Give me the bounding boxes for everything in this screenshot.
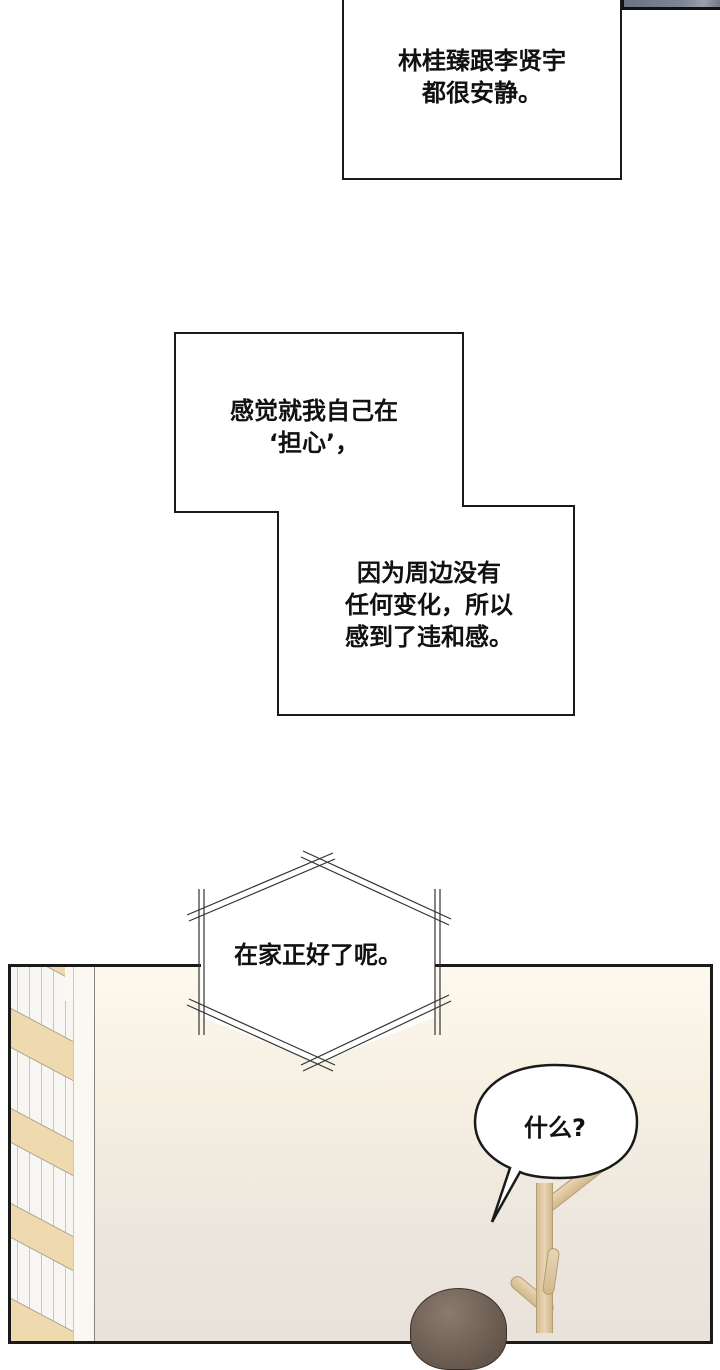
- stepped-box-outline: [174, 332, 575, 716]
- window-frame-pillar: [73, 967, 95, 1341]
- caption-line: 任何变化，所以: [345, 591, 513, 619]
- speech-bubble: 什么?: [470, 1060, 650, 1230]
- speech-bubble-text: 什么?: [524, 1114, 586, 1142]
- previous-panel-edge: [621, 0, 720, 10]
- hexagon-caption-text: 在家正好了呢。: [234, 941, 402, 969]
- caption-line: 林桂臻跟李贤宇: [398, 47, 566, 75]
- caption-line: 都很安静。: [422, 79, 542, 107]
- caption-line: 因为周边没有: [357, 559, 501, 587]
- caption-box-worry: 感觉就我自己在 ‘担心’， 因为周边没有 任何变化，所以 感到了违和感。: [174, 332, 576, 717]
- character-head: [410, 1288, 507, 1370]
- speech-bubble-outline: [473, 1063, 639, 1223]
- caption-line: 感觉就我自己在: [230, 397, 398, 425]
- building-illustration: [11, 967, 73, 1341]
- hexagon-outline: [186, 850, 452, 1072]
- hexagon-caption: 在家正好了呢。: [183, 845, 453, 1075]
- caption-line: ‘担心’，: [268, 429, 360, 457]
- caption-line: 感到了违和感。: [345, 623, 513, 651]
- caption-box-quiet: 林桂臻跟李贤宇 都很安静。: [342, 0, 622, 180]
